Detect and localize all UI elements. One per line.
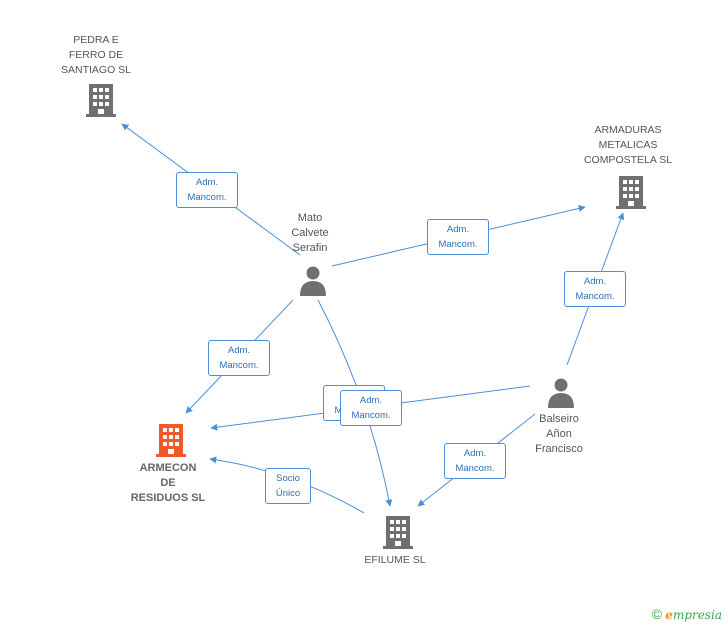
edge-label-balseiro-efilume: Adm.Mancom. bbox=[444, 443, 506, 479]
building-icon bbox=[156, 424, 186, 457]
edge-label-mato-armaduras: Adm.Mancom. bbox=[427, 219, 489, 255]
node-label-balseiro: Balseiro Añon Francisco bbox=[535, 413, 583, 455]
edge-label-mato-armecon: Adm.Mancom. bbox=[208, 340, 270, 376]
person-icon bbox=[548, 378, 574, 408]
edge-label-mato-pedra: Adm.Mancom. bbox=[176, 172, 238, 208]
brand-name: mpresia bbox=[672, 608, 722, 622]
node-label-mato: Mato Calvete Serafin bbox=[291, 212, 329, 254]
node-label-armaduras: ARMADURAS METALICAS COMPOSTELA SL bbox=[583, 124, 673, 166]
building-icon bbox=[616, 176, 646, 209]
copyright-symbol: © bbox=[651, 606, 662, 622]
node-label-armecon: ARMECON DE RESIDUOS SL bbox=[130, 462, 206, 504]
node-label-efilume: EFILUME SL bbox=[364, 554, 426, 566]
person-icon bbox=[300, 266, 326, 296]
empresia-logo: © empresia bbox=[652, 606, 722, 622]
brand-e: e bbox=[665, 608, 673, 622]
building-icon bbox=[86, 84, 116, 117]
edge-label-balseiro-armecon: Adm.Mancom. bbox=[340, 390, 402, 426]
node-label-pedra: PEDRA E FERRO DE SANTIAGO SL bbox=[60, 34, 132, 76]
building-icon bbox=[383, 516, 413, 549]
edge-label-balseiro-armaduras: Adm.Mancom. bbox=[564, 271, 626, 307]
